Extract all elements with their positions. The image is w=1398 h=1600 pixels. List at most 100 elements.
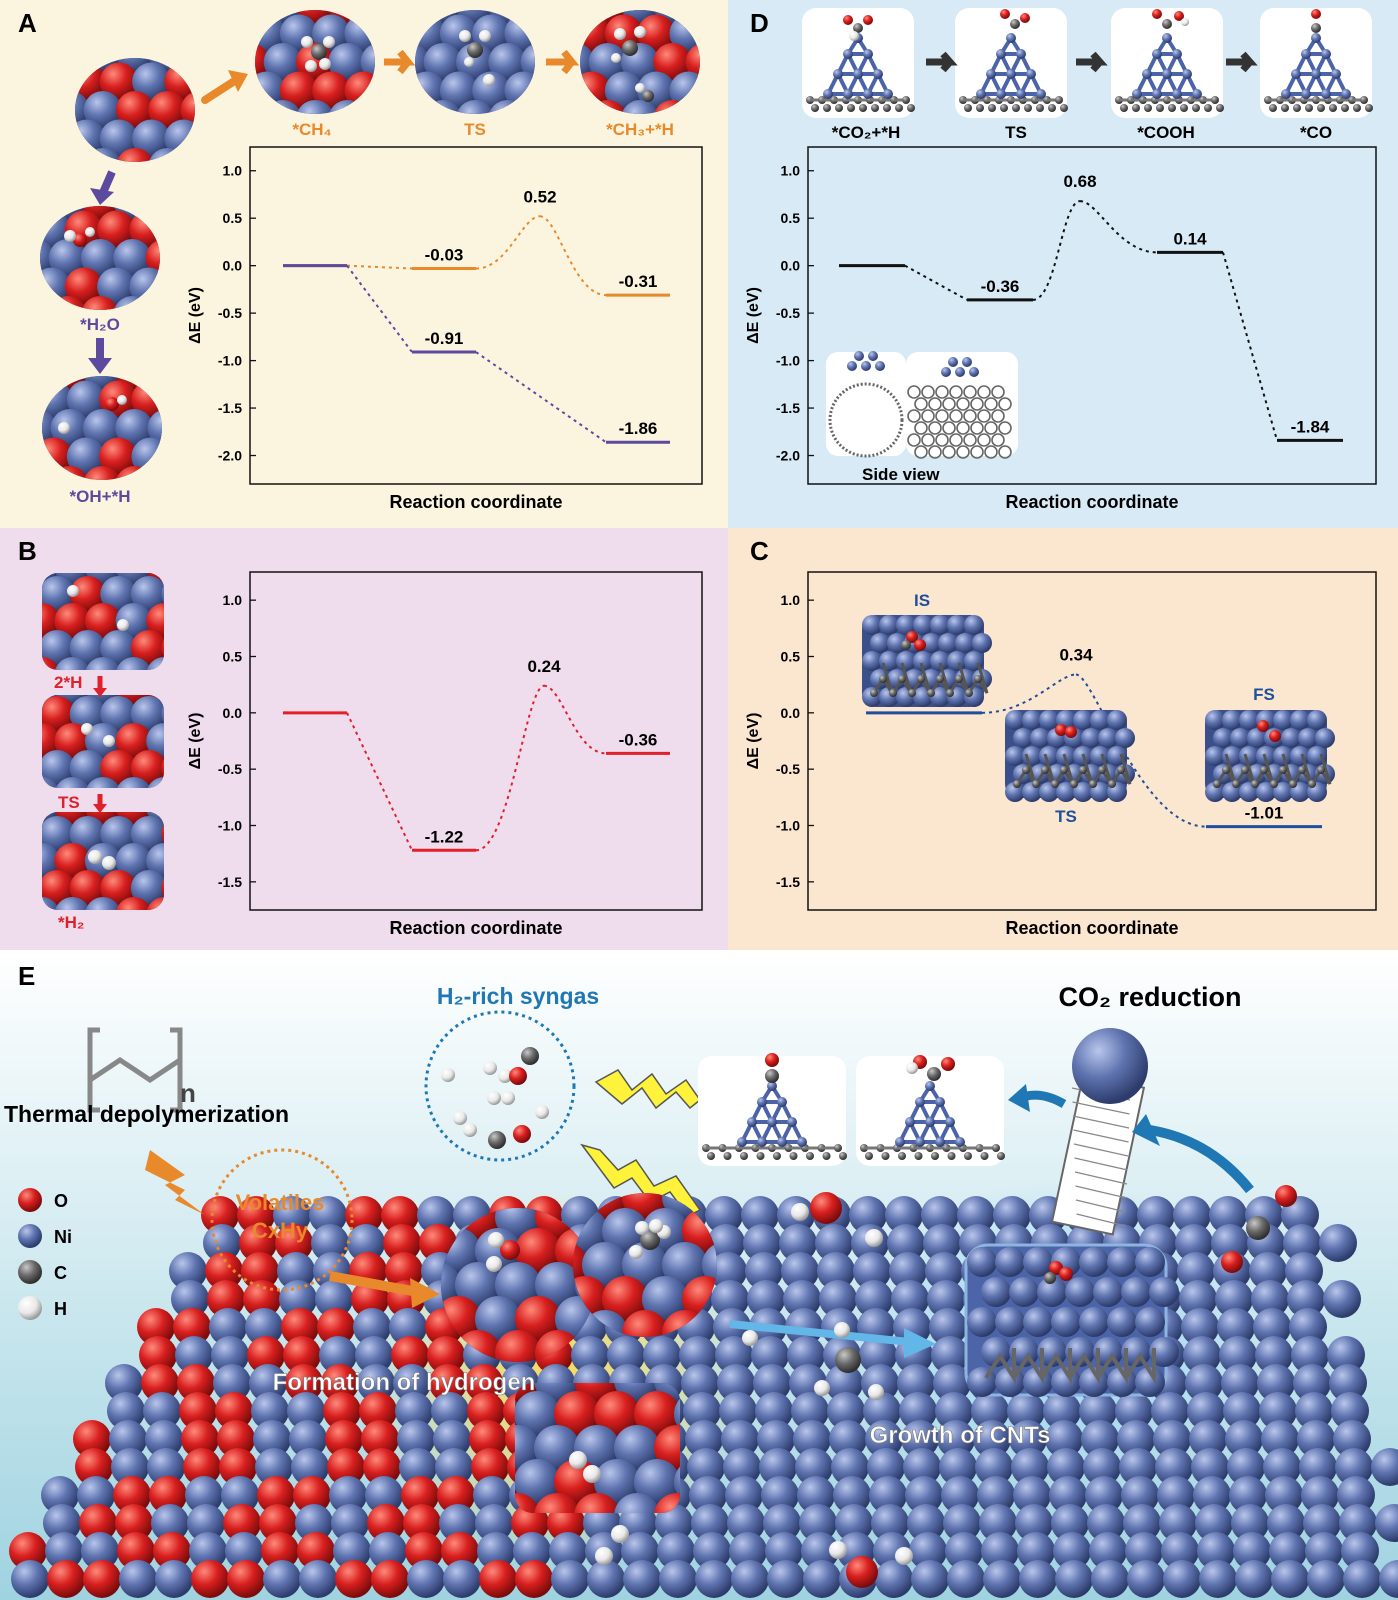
atom-ni bbox=[1219, 1336, 1257, 1374]
atom-c bbox=[640, 1230, 660, 1250]
atom-ni bbox=[146, 657, 164, 670]
graphene-ring bbox=[921, 433, 935, 447]
atom-ni bbox=[1079, 1307, 1109, 1337]
atom-o bbox=[622, 1193, 668, 1220]
atom-c bbox=[1144, 104, 1152, 112]
atom-ni bbox=[930, 651, 950, 671]
atom-h bbox=[1181, 18, 1189, 26]
arrow-to-cnt bbox=[729, 1320, 911, 1346]
atom-c bbox=[898, 675, 906, 683]
atom-o bbox=[81, 206, 119, 220]
atom-ni bbox=[1343, 1560, 1381, 1598]
carbon-bond bbox=[1012, 1348, 1044, 1385]
atom-ni bbox=[761, 1476, 799, 1514]
atom-ni bbox=[495, 1208, 541, 1240]
arrow-d-3 bbox=[1226, 51, 1258, 73]
atom-o bbox=[427, 1336, 465, 1374]
atom-ni bbox=[1161, 1532, 1199, 1570]
atom-ni bbox=[1191, 1448, 1229, 1486]
atom-ni bbox=[109, 1420, 147, 1458]
atom-c bbox=[1317, 104, 1325, 112]
panel-letter-c: C bbox=[750, 536, 769, 566]
atom-ni bbox=[1235, 1560, 1273, 1598]
atom-h bbox=[849, 31, 859, 41]
atom-h bbox=[464, 57, 474, 67]
atom-ni bbox=[1239, 746, 1259, 766]
atom-ni bbox=[1037, 1277, 1067, 1307]
atom-ni bbox=[1090, 710, 1110, 730]
cluster-d-ts bbox=[955, 8, 1068, 118]
graphene-ring bbox=[914, 397, 928, 411]
polymer-bracket bbox=[87, 1027, 183, 1113]
atom-ni bbox=[85, 573, 121, 585]
atom-ni bbox=[1149, 1277, 1179, 1307]
atom-h bbox=[629, 1245, 643, 1259]
graphene-ring bbox=[956, 397, 970, 411]
atom-ni bbox=[130, 816, 164, 852]
atom-ni bbox=[962, 357, 972, 367]
atom-o bbox=[321, 1364, 359, 1402]
atom-ni bbox=[799, 1504, 837, 1542]
atom-ni bbox=[941, 1476, 979, 1514]
atom-ni bbox=[927, 1280, 965, 1318]
atom-o bbox=[183, 1448, 221, 1486]
atom-ni bbox=[873, 69, 883, 79]
atom-ni bbox=[1229, 1476, 1267, 1514]
connector bbox=[475, 351, 607, 444]
atom-ni bbox=[1209, 1196, 1247, 1234]
carbon-bond bbox=[1291, 753, 1313, 785]
atom-h bbox=[583, 1465, 601, 1483]
atom-ni bbox=[115, 777, 152, 788]
orange-bolt bbox=[145, 1150, 205, 1215]
atom-ni bbox=[1267, 1504, 1305, 1542]
atom-ni bbox=[66, 380, 105, 419]
atom-ni bbox=[273, 1196, 311, 1234]
atom-ni bbox=[1006, 69, 1016, 79]
atom-ni bbox=[311, 1224, 349, 1262]
atom-c bbox=[947, 1152, 956, 1160]
atom-o bbox=[515, 1228, 561, 1274]
chart-b: 1.00.50.0-0.5-1.0-1.5ΔE (eV)Reaction coo… bbox=[187, 571, 703, 938]
x-axis-label: Reaction coordinate bbox=[389, 492, 562, 512]
atom-h bbox=[488, 1232, 504, 1248]
atom-c bbox=[1260, 766, 1268, 774]
atom-ni bbox=[1231, 1504, 1269, 1542]
atom-ni bbox=[1273, 782, 1293, 802]
atom-ni bbox=[1375, 1504, 1398, 1542]
panel-letter-d: D bbox=[750, 8, 769, 38]
atom-ni bbox=[85, 897, 121, 910]
graphene-ring bbox=[949, 433, 963, 447]
atom-o bbox=[201, 1196, 239, 1234]
atom-ni bbox=[895, 1137, 905, 1147]
atom-ni bbox=[867, 1448, 905, 1486]
atom-ni bbox=[785, 1308, 823, 1346]
atom-h bbox=[611, 1525, 629, 1543]
atom-c bbox=[1211, 96, 1219, 104]
carbon-bond bbox=[910, 662, 932, 694]
atom-ni bbox=[155, 1560, 193, 1598]
legend-label-c: C bbox=[54, 1263, 67, 1283]
atom-o bbox=[148, 91, 187, 129]
panel-letter-b: B bbox=[18, 536, 37, 566]
atom-c bbox=[834, 1144, 842, 1152]
atom-ni bbox=[1257, 1364, 1295, 1402]
atom-o bbox=[765, 1053, 779, 1067]
atom-ni bbox=[1159, 1504, 1197, 1542]
atom-ni bbox=[515, 1459, 560, 1505]
atom-o bbox=[312, 71, 351, 110]
atom-h bbox=[487, 1091, 501, 1105]
atom-o bbox=[391, 1336, 429, 1374]
atom-h bbox=[117, 619, 129, 631]
atom-o bbox=[941, 1057, 955, 1071]
atom-ni bbox=[657, 1532, 695, 1570]
label-b-2h: 2*H bbox=[54, 673, 82, 692]
atom-c bbox=[901, 640, 911, 650]
atom-ni bbox=[870, 633, 890, 653]
atom-o bbox=[810, 1192, 842, 1224]
label-c-ts: TS bbox=[1055, 807, 1077, 826]
atom-h bbox=[319, 58, 331, 70]
atom-ni bbox=[309, 1196, 347, 1234]
atom-ni bbox=[1119, 1448, 1157, 1486]
atom-h bbox=[117, 395, 127, 405]
